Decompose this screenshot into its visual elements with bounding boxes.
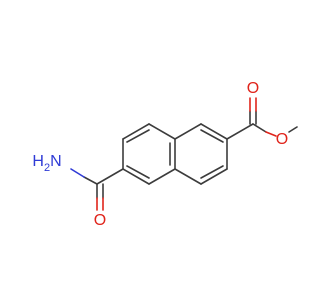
atom-label-subscript: 2 [44, 162, 50, 174]
bond [148, 123, 176, 140]
bond [126, 165, 150, 179]
canvas-background [0, 0, 300, 300]
bond [96, 168, 124, 185]
atom-label-ester-ether-oxygen: O [276, 131, 288, 148]
atom-label-ester-carbonyl-oxygen: O [247, 80, 259, 97]
bond [174, 168, 202, 185]
bond [288, 126, 298, 133]
atom-label-amide-nitrogen: H2N [32, 153, 61, 174]
atom-label-amide-oxygen: O [94, 212, 106, 229]
bond [70, 168, 85, 178]
bond [252, 123, 267, 133]
bond [148, 168, 176, 185]
bond [226, 123, 254, 140]
bond [200, 168, 228, 185]
bond [174, 123, 202, 140]
bond [122, 123, 150, 140]
bond [265, 131, 277, 137]
bond [200, 165, 224, 179]
atom-label-suffix: N [50, 153, 62, 170]
molecule-structure: O H2N O O [0, 0, 300, 300]
bond [200, 129, 224, 143]
bond [83, 176, 98, 185]
bond [126, 129, 150, 143]
bond [200, 123, 228, 140]
bond [122, 168, 150, 185]
bonds [70, 97, 298, 211]
atom-labels: O H2N O O [32, 80, 288, 229]
